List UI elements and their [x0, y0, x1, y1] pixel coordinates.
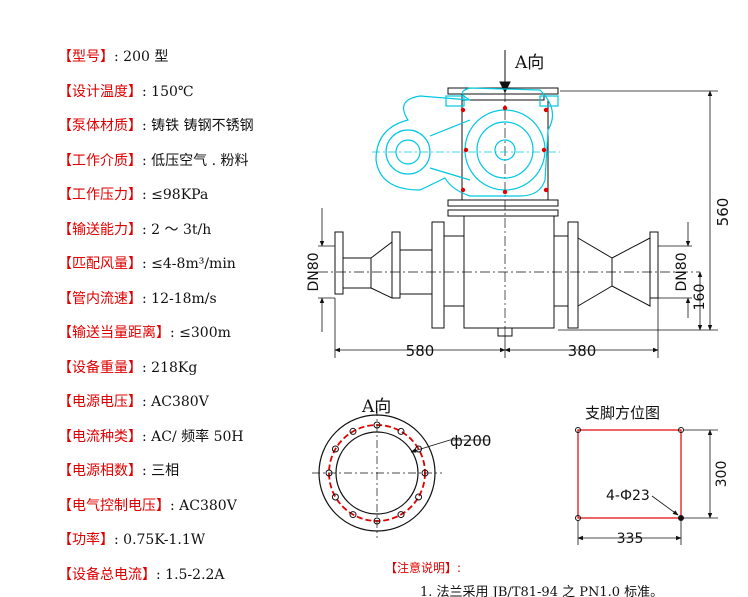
bolt-hole: [349, 427, 357, 435]
flange-view-title: A向: [361, 397, 391, 417]
spec-row: 【电气控制电压】: AC380V: [58, 497, 237, 514]
spec-row: 【匹配风量】: ≤4-8m³/min: [58, 256, 236, 272]
dim-380: 380: [568, 342, 597, 360]
spec-row: 【电源电压】: AC380V: [58, 394, 209, 410]
foot-view: [575, 427, 718, 545]
spec-label: 【管内流速】: [58, 290, 142, 307]
outlet-flange-end: [649, 231, 659, 299]
spec-label: 【电流种类】: [58, 428, 142, 445]
spec-label: 【泵体材质】: [58, 118, 142, 134]
bolt-hole: [331, 493, 339, 501]
spec-row: 【工作压力】: ≤98KPa: [58, 187, 209, 203]
spec-row: 【泵体材质】: 铸铁 铸钢不锈钢: [58, 118, 254, 134]
spec-row: 【功率】: 0.75K-1.1W: [58, 532, 206, 548]
spec-value: 200 型: [123, 49, 169, 65]
spec-label: 【匹配风量】: [58, 256, 142, 272]
bolt-hole: [325, 469, 333, 477]
spec-value: 2 ～ 3t/h: [151, 221, 212, 238]
spec-row: 【输送当量距离】: ≤300m: [58, 325, 231, 341]
spec-label: 【设备重量】: [58, 359, 142, 376]
spec-value: ≤98KPa: [151, 187, 209, 203]
spec-label: 【功率】: [58, 532, 114, 548]
spec-row: 【输送能力】: 2 ～ 3t/h: [58, 221, 212, 238]
outlet-large-flange: [567, 221, 579, 329]
notes-title: 【注意说明】:: [385, 560, 461, 575]
spec-value: 三相: [151, 463, 180, 479]
spec-row: 【设备重量】: 218Kg: [58, 359, 198, 376]
view-arrow-label: A向: [514, 53, 544, 73]
spec-value: AC380V: [151, 394, 209, 410]
foot-dim-300: 300: [714, 461, 730, 488]
spec-label: 【输送能力】: [58, 221, 142, 238]
bolt-hole: [373, 517, 381, 525]
bolt-hole: [373, 421, 381, 429]
bolt-hole: [415, 445, 423, 453]
spec-label: 【工作介质】: [58, 152, 142, 169]
bolt-hole: [349, 511, 357, 519]
foot-dim-335: 335: [617, 531, 644, 547]
foot-view-title: 支脚方位图: [585, 404, 660, 422]
spec-value: ≤300m: [179, 325, 231, 341]
bolt-hole: [415, 493, 423, 501]
bolt-hole: [421, 469, 429, 477]
inlet-flange-end: [334, 231, 344, 295]
spec-row: 【管内流速】: 12-18m/s: [58, 290, 217, 307]
spec-row: 【工作介质】: 低压空气 . 粉料: [58, 152, 249, 169]
spec-value: 0.75K-1.1W: [123, 532, 206, 548]
foot-hole-label: 4-Ф23: [606, 488, 650, 504]
elevation-view: [318, 50, 700, 337]
spec-row: 【设计温度】: 150℃: [58, 83, 194, 100]
dim-580: 580: [406, 342, 435, 360]
spec-label: 【工作压力】: [58, 187, 142, 203]
spec-row: 【电源相数】: 三相: [58, 463, 180, 479]
spec-row: 【电流种类】: AC/ 频率 50H: [58, 428, 244, 445]
flange-view: [312, 408, 490, 538]
spec-value: ≤4-8m³/min: [151, 256, 236, 272]
dimensions: [318, 90, 718, 358]
bolt-hole: [331, 445, 339, 453]
dim-height-560: 560: [714, 198, 732, 227]
spec-value: AC380V: [179, 497, 237, 514]
spec-row: 【型号】: 200 型: [58, 49, 169, 65]
spec-value: 150℃: [151, 83, 194, 100]
flange-bolt-holes: [325, 421, 429, 525]
spec-label: 【输送当量距离】: [58, 325, 170, 341]
spec-label: 【型号】: [58, 49, 114, 65]
gearbox-outline: [372, 87, 560, 197]
spec-value: 12-18m/s: [151, 290, 217, 307]
dim-dn80-left: DN80: [306, 252, 322, 291]
gearbox-bolt-dots: [460, 105, 549, 195]
dim-dn80-right: DN80: [674, 252, 690, 291]
flange-diameter-label: ф200: [450, 432, 491, 450]
inlet-large-flange: [431, 221, 445, 329]
spec-label: 【电源相数】: [58, 463, 142, 479]
spec-label: 【设备总电流】: [58, 566, 156, 583]
spec-value: 低压空气 . 粉料: [151, 152, 249, 169]
bolt-hole: [397, 511, 405, 519]
spec-label: 【电气控制电压】: [58, 497, 170, 514]
spec-label: 【电源电压】: [58, 394, 142, 410]
spec-label: 【设计温度】: [58, 83, 142, 100]
spec-value: AC/ 频率 50H: [151, 428, 244, 445]
notes-line-1: 1. 法兰采用 JB/T81-94 之 PN1.0 标准。: [420, 585, 663, 597]
bolt-hole: [397, 427, 405, 435]
middle-flange: [447, 199, 559, 207]
dim-160: 160: [692, 284, 708, 311]
spec-value: 铸铁 铸钢不锈钢: [151, 118, 254, 134]
spec-row: 【设备总电流】: 1.5-2.2A: [58, 566, 225, 583]
spec-value: 218Kg: [151, 359, 198, 376]
spec-value: 1.5-2.2A: [165, 566, 225, 583]
